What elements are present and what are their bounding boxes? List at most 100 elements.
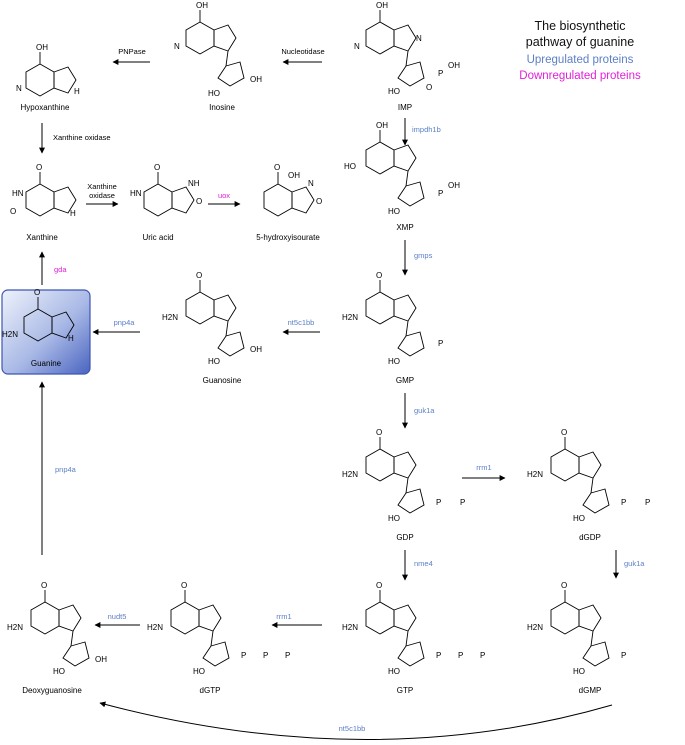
gmp-ho-atom: HO: [388, 357, 400, 366]
imp-structure: OH N N HO O P OH: [354, 1, 460, 96]
gmp-o-atom: O: [376, 271, 382, 280]
hypoxanthine-structure: OH N H: [16, 43, 80, 97]
dgtp-label: dGTP: [200, 686, 221, 695]
gdp-structure: O H2N HO P P: [342, 428, 465, 523]
enzyme-nudt5: nudt5: [108, 612, 127, 621]
xanthine-label: Xanthine: [26, 233, 58, 242]
hydroxyisourate-o2-atom: O: [316, 197, 322, 206]
enzyme-pnp4a-1: pnp4a: [114, 318, 136, 327]
uric-acid-structure: O HN NH O: [130, 163, 202, 217]
enzyme-impdh1b: impdh1b: [412, 125, 441, 134]
enzyme-pnpase: PNPase: [118, 47, 146, 56]
inosine-label: Inosine: [209, 103, 235, 112]
hydroxyisourate-o-atom: O: [274, 163, 280, 172]
guanine-h-atom: H: [68, 334, 74, 343]
inosine-ho-atom: HO: [208, 89, 220, 98]
guanine-label: Guanine: [31, 359, 62, 368]
enzyme-pnp4a-2: pnp4a: [55, 465, 77, 474]
deoxyguanosine-oh-atom: OH: [95, 655, 107, 664]
dgtp-o-atom: O: [181, 581, 187, 590]
dgdp-p2-atom: P: [645, 498, 650, 507]
enzyme-nt5c1bb-1: nt5c1bb: [288, 318, 315, 327]
imp-p-atom: P: [438, 69, 443, 78]
legend-upregulated: Upregulated proteins: [527, 54, 634, 66]
guanine-structure: O H2N H: [2, 288, 75, 343]
inosine-n-atom: N: [174, 42, 180, 51]
guanosine-oh-atom: OH: [250, 345, 262, 354]
gtp-ho-atom: HO: [388, 667, 400, 676]
gdp-p1-atom: P: [436, 498, 441, 507]
imp-oh-atom: OH: [376, 1, 388, 10]
imp-o-atom: O: [426, 83, 432, 92]
guanine-o-atom: O: [34, 288, 40, 297]
gdp-label: GDP: [396, 533, 413, 542]
arrow-dgmp-to-deoxyguanosine: [99, 701, 613, 740]
enzyme-xanthine-oxidase-2a: Xanthine: [87, 182, 117, 191]
hydroxyisourate-n-atom: N: [308, 179, 314, 188]
xanthine-structure: O HN O H: [10, 163, 77, 218]
gtp-p1-atom: P: [436, 651, 441, 660]
xmp-p-atom: P: [438, 189, 443, 198]
gdp-ho-atom: HO: [388, 514, 400, 523]
gmp-structure: O H2N HO P: [342, 271, 443, 366]
legend-downregulated: Downregulated proteins: [519, 70, 641, 82]
dgmp-label: dGMP: [579, 686, 602, 695]
uric-acid-o2-atom: O: [196, 197, 202, 206]
deoxyguanosine-o-atom: O: [41, 581, 47, 590]
xmp-oh2-atom: OH: [448, 181, 460, 190]
uric-acid-nh-atom: NH: [188, 179, 200, 188]
xmp-oh-atom: OH: [376, 121, 388, 130]
dgtp-p2-atom: P: [263, 651, 268, 660]
enzyme-guk1a-2: guk1a: [624, 559, 645, 568]
hypoxanthine-label: Hypoxanthine: [21, 103, 70, 112]
dgtp-ho-atom: HO: [193, 667, 205, 676]
dgmp-ho-atom: HO: [573, 667, 585, 676]
enzyme-nucleotidase: Nucleotidase: [281, 47, 324, 56]
gdp-p2-atom: P: [460, 498, 465, 507]
enzyme-xanthine-oxidase-2b: oxidase: [89, 191, 115, 200]
xmp-ho2-atom: HO: [388, 207, 400, 216]
dgmp-o-atom: O: [561, 581, 567, 590]
gtp-p3-atom: P: [480, 651, 485, 660]
dgtp-p3-atom: P: [285, 651, 290, 660]
guanosine-ho-atom: HO: [208, 357, 220, 366]
dgdp-h2n-atom: H2N: [527, 470, 543, 479]
hydroxyisourate-label: 5-hydroxyisourate: [256, 233, 320, 242]
xanthine-hn-atom: HN: [12, 189, 24, 198]
hypoxanthine-h-atom: H: [74, 87, 80, 96]
xanthine-o-atom: O: [36, 163, 42, 172]
enzyme-nme4: nme4: [414, 559, 433, 568]
uric-acid-label: Uric acid: [142, 233, 173, 242]
enzyme-rrm1-2: rrm1: [276, 612, 291, 621]
gdp-h2n-atom: H2N: [342, 470, 358, 479]
enzyme-nt5c1bb-2: nt5c1bb: [339, 724, 366, 733]
gmp-h2n-atom: H2N: [342, 313, 358, 322]
gmp-label: GMP: [396, 376, 414, 385]
gtp-label: GTP: [397, 686, 413, 695]
imp-ho-atom: HO: [388, 87, 400, 96]
guanine-highlight-box: [1, 289, 91, 375]
guanine-h2n-atom: H2N: [2, 330, 18, 339]
xanthine-o2-atom: O: [10, 207, 16, 216]
guanosine-label: Guanosine: [203, 376, 242, 385]
deoxyguanosine-structure: O H2N HO OH: [7, 581, 107, 676]
legend-title-line1: The biosynthetic: [534, 19, 625, 33]
hypoxanthine-n-atom: N: [16, 84, 22, 93]
dgmp-h2n-atom: H2N: [527, 623, 543, 632]
guanosine-structure: O H2N HO OH: [162, 271, 262, 366]
dgtp-h2n-atom: H2N: [147, 623, 163, 632]
enzyme-uox: uox: [218, 191, 230, 200]
dgtp-structure: O H2N HO P P P: [147, 581, 290, 676]
inosine-structure: OH N HO OH: [174, 1, 262, 98]
dgdp-ho-atom: HO: [573, 514, 585, 523]
xmp-structure: OH HO HO P OH: [344, 121, 460, 216]
gtp-h2n-atom: H2N: [342, 623, 358, 632]
imp-oh2-atom: OH: [448, 61, 460, 70]
legend-title-line2: pathway of guanine: [526, 35, 634, 49]
dgdp-o-atom: O: [561, 428, 567, 437]
gtp-structure: O H2N HO P P P: [342, 581, 485, 676]
dgmp-p-atom: P: [621, 651, 626, 660]
inosine-oh2-atom: OH: [250, 75, 262, 84]
hydroxyisourate-oh-atom: OH: [288, 171, 300, 180]
